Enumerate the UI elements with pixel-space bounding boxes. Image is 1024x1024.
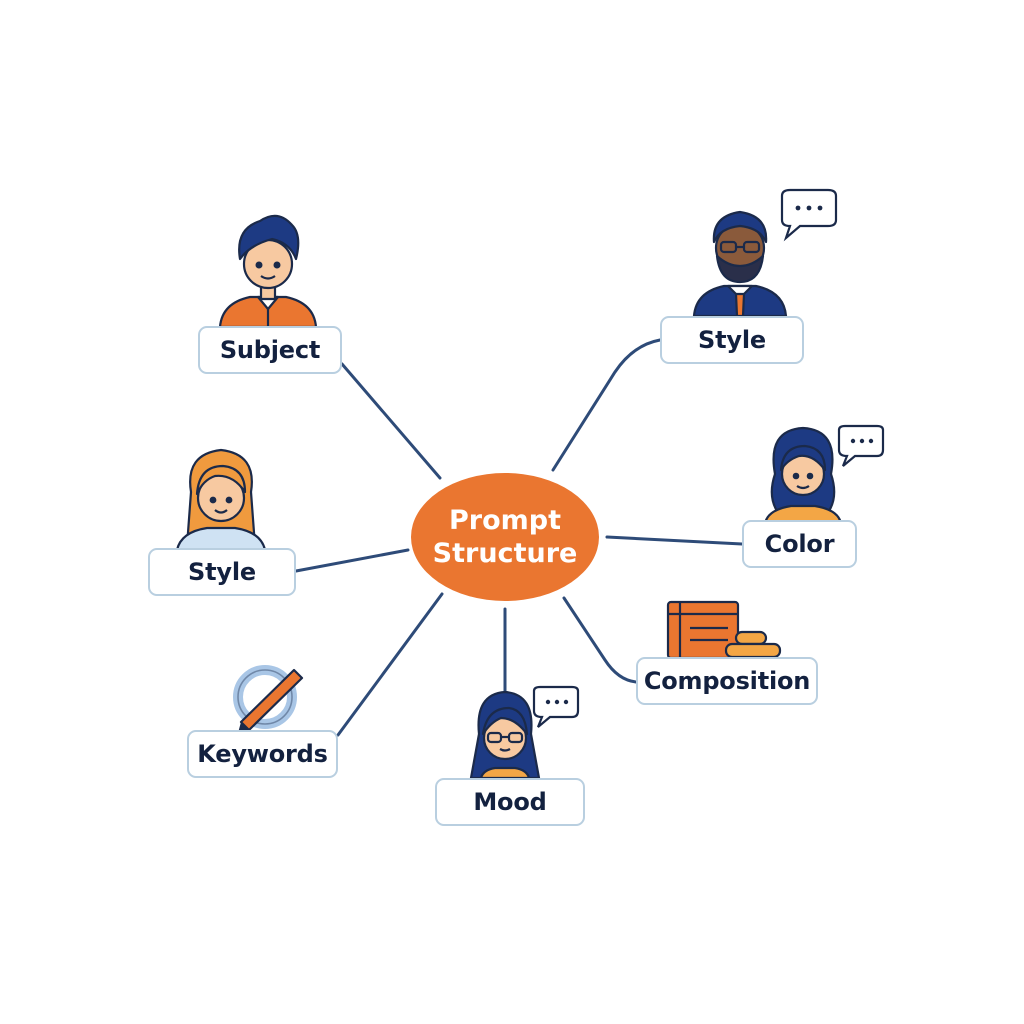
connector-style-top <box>551 338 662 472</box>
connector-lines <box>294 338 744 737</box>
connector-keywords <box>336 592 444 737</box>
node-mood[interactable]: Mood <box>435 778 585 826</box>
node-style-top-label: Style <box>698 326 766 354</box>
connector-style-left <box>294 548 410 573</box>
books-icon <box>666 600 782 660</box>
node-mood-label: Mood <box>473 788 547 816</box>
person-icon <box>218 214 318 329</box>
speech-bubble-icon <box>837 424 885 467</box>
node-color[interactable]: Color <box>742 520 857 568</box>
node-subject-label: Subject <box>219 336 321 364</box>
node-keywords-label: Keywords <box>197 740 328 768</box>
connector-composition <box>562 596 638 684</box>
person-icon <box>763 426 843 526</box>
connector-subject <box>340 362 442 480</box>
center-node-shape <box>411 473 599 601</box>
node-color-label: Color <box>764 530 835 558</box>
node-composition-label: Composition <box>643 667 811 695</box>
paintbrush-icon <box>233 665 304 733</box>
speech-bubble-icon <box>532 685 580 728</box>
node-style-left-label: Style <box>188 558 256 586</box>
connector-color <box>605 535 744 546</box>
node-composition[interactable]: Composition <box>636 657 818 705</box>
person-icon <box>175 448 267 552</box>
node-style-left[interactable]: Style <box>148 548 296 596</box>
node-keywords[interactable]: Keywords <box>187 730 338 778</box>
speech-bubble-icon <box>780 188 838 242</box>
node-style-top[interactable]: Style <box>660 316 804 364</box>
person-icon <box>692 210 788 318</box>
node-subject[interactable]: Subject <box>198 326 342 374</box>
person-icon <box>469 690 541 780</box>
